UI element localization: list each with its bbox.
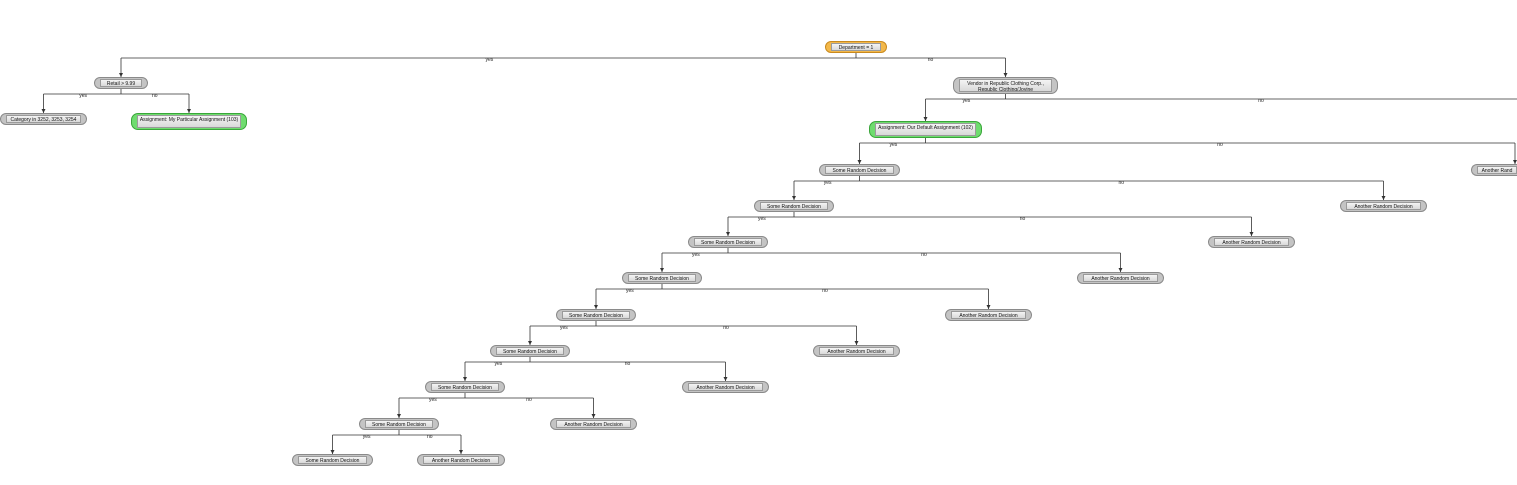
edge-arrow <box>723 377 728 381</box>
edge-label-no: no <box>1118 179 1125 186</box>
decision-node-n20[interactable]: Some Random Decision <box>359 418 439 430</box>
edge-label-yes: yes <box>362 433 371 440</box>
node-label: Vendor in Republic Clothing Corp., Repub… <box>959 79 1052 92</box>
edge-arrow <box>726 232 730 236</box>
decision-node-n25[interactable]: Another Random Decision <box>417 454 505 466</box>
decision-node-n9[interactable]: Another Random Decision <box>1340 200 1427 212</box>
edge-label-no: no <box>1019 215 1026 222</box>
edge-arrow <box>1003 73 1008 77</box>
decision-node-n8[interactable]: Some Random Decision <box>754 200 834 212</box>
assignment-node-n3[interactable]: Assignment: My Particular Assignment (10… <box>131 113 247 130</box>
edge-arrow <box>41 109 46 113</box>
edge-label-no: no <box>152 92 158 99</box>
edge-arrow <box>1381 196 1386 200</box>
edge-arrow <box>397 414 401 418</box>
node-label: Another Random Decision <box>951 311 1026 319</box>
edge-arrow <box>986 305 991 309</box>
edge-label-yes: yes <box>823 179 832 186</box>
edge-label-no: no <box>427 433 433 440</box>
edge-label-no: no <box>822 287 828 294</box>
edge-arrow <box>187 109 191 113</box>
edge-arrow <box>857 160 862 164</box>
node-label: Retail > 9.99 <box>100 79 142 87</box>
edge-arrow <box>459 450 463 454</box>
decision-node-n21[interactable]: Another Random Decision <box>550 418 637 430</box>
node-label: Department = 1 <box>831 43 881 51</box>
node-label: Some Random Decision <box>365 420 433 428</box>
node-label: Some Random Decision <box>496 347 564 355</box>
decision-node-n10[interactable]: Some Random Decision <box>688 236 768 248</box>
edge-label-yes: yes <box>889 141 898 148</box>
decision-node-n16[interactable]: Some Random Decision <box>490 345 570 357</box>
edge-label-no: no <box>723 324 729 331</box>
edge-arrow <box>528 341 532 345</box>
node-label: Another Random Decision <box>1346 202 1421 210</box>
edge-label-yes: yes <box>79 92 88 99</box>
edge-label-yes: yes <box>626 287 634 294</box>
edge-label-yes: yes <box>758 215 766 222</box>
decision-node-n15[interactable]: Another Random Decision <box>945 309 1032 321</box>
edge-label-no: no <box>1217 141 1223 148</box>
edge-arrow <box>330 450 335 454</box>
decision-node-n0[interactable]: Department = 1 <box>825 41 887 53</box>
node-label: Some Random Decision <box>628 274 696 282</box>
edge-arrow <box>463 377 467 381</box>
edge-label-yes: yes <box>494 360 503 367</box>
node-label: Another Random Decision <box>688 383 763 391</box>
edge-arrow <box>591 414 596 418</box>
node-label: Another Random Decision <box>423 456 499 464</box>
decision-node-n13[interactable]: Another Random Decision <box>1077 272 1164 284</box>
decision-node-n14[interactable]: Some Random Decision <box>556 309 636 321</box>
edge-label-no: no <box>624 360 631 367</box>
edge-arrow <box>1118 268 1123 272</box>
decision-node-n4[interactable]: Vendor in Republic Clothing Corp., Repub… <box>953 77 1058 94</box>
decision-node-n6[interactable]: Some Random Decision <box>819 164 900 176</box>
decision-node-n11[interactable]: Another Random Decision <box>1208 236 1295 248</box>
edge-label-yes: yes <box>962 97 971 104</box>
node-label: Some Random Decision <box>694 238 762 246</box>
edge-label-no: no <box>927 56 934 63</box>
decision-node-n17[interactable]: Another Random Decision <box>813 345 900 357</box>
edge-label-no: no <box>526 396 532 403</box>
edge-label-yes: yes <box>692 251 700 258</box>
node-label: Another Random Decision <box>819 347 894 355</box>
edge-label-yes: yes <box>560 324 568 331</box>
node-label: Some Random Decision <box>760 202 828 210</box>
node-label: Some Random Decision <box>431 383 499 391</box>
edge-label-yes: yes <box>485 56 494 63</box>
edge-arrow <box>854 341 859 345</box>
node-label: Assignment: Our Default Assignment (102) <box>875 123 976 136</box>
decision-node-n7[interactable]: Another Rand <box>1471 164 1517 176</box>
decision-node-n19[interactable]: Another Random Decision <box>682 381 769 393</box>
node-label: Assignment: My Particular Assignment (10… <box>137 115 241 128</box>
node-label: Some Random Decision <box>298 456 367 464</box>
edge-arrow <box>660 268 664 272</box>
node-label: Another Random Decision <box>1083 274 1158 282</box>
edge-label-yes: yes <box>429 396 437 403</box>
edge-arrow <box>923 117 928 121</box>
edge-label-no: no <box>1258 97 1264 104</box>
decision-node-n24[interactable]: Some Random Decision <box>292 454 373 466</box>
edge-arrow <box>1513 160 1517 164</box>
node-label: Category in 3252, 3253, 3254 <box>6 115 81 123</box>
edge-arrow <box>594 305 598 309</box>
node-label: Some Random Decision <box>562 311 630 319</box>
edge-arrow <box>119 73 123 77</box>
edge-arrow <box>792 196 796 200</box>
node-label: Some Random Decision <box>825 166 894 174</box>
node-label: Another Random Decision <box>1214 238 1289 246</box>
node-label: Another Rand <box>1477 166 1517 174</box>
decision-node-n2[interactable]: Category in 3252, 3253, 3254 <box>0 113 87 125</box>
decision-node-n18[interactable]: Some Random Decision <box>425 381 505 393</box>
decision-node-n1[interactable]: Retail > 9.99 <box>94 77 148 89</box>
decision-node-n12[interactable]: Some Random Decision <box>622 272 702 284</box>
edge-label-no: no <box>921 251 927 258</box>
node-label: Another Random Decision <box>556 420 631 428</box>
edge-arrow <box>1249 232 1254 236</box>
assignment-node-n5[interactable]: Assignment: Our Default Assignment (102) <box>869 121 982 138</box>
